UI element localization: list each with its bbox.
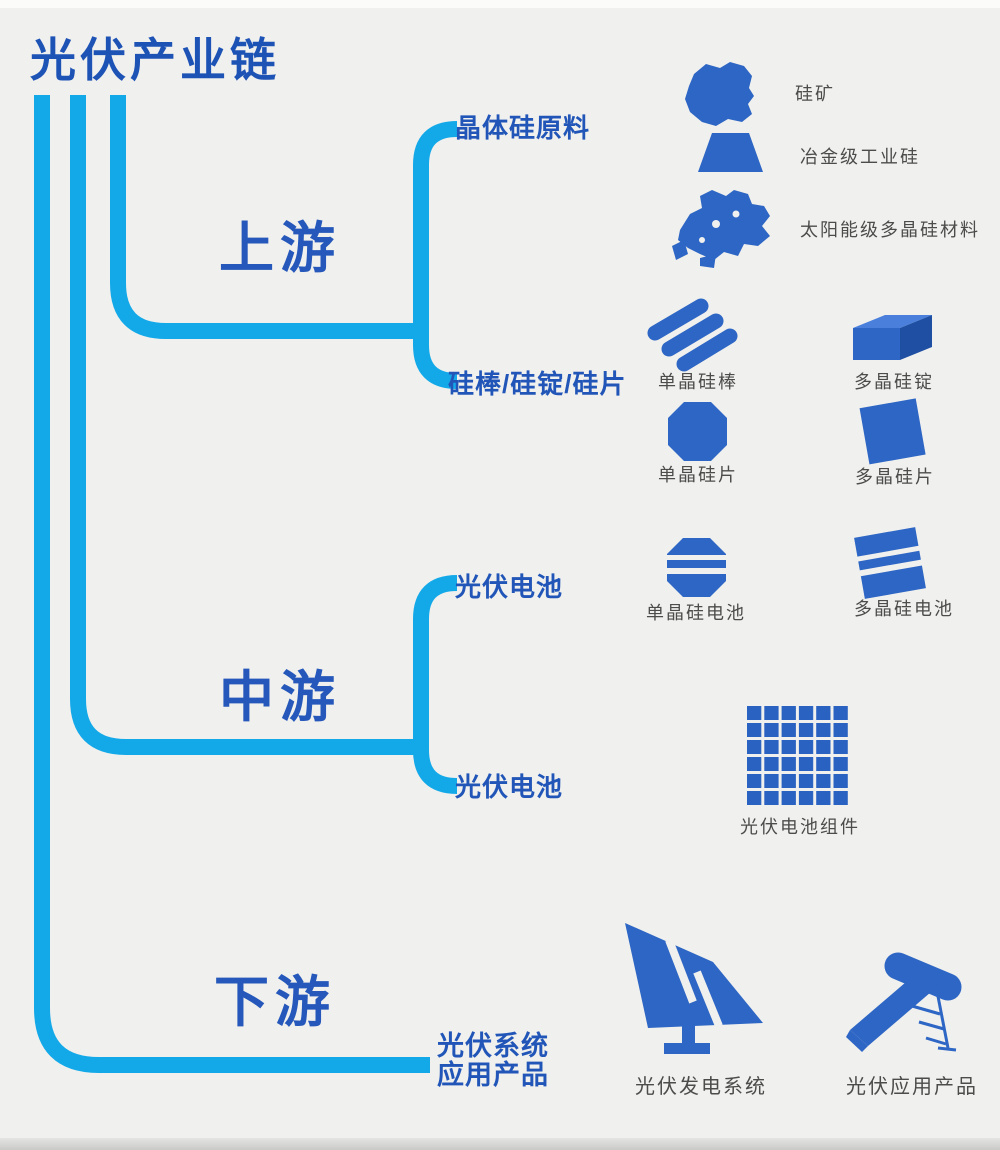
label-metallurgical-silicon: 冶金级工业硅 [800,147,920,167]
poly-silicon-wafer-icon [859,398,926,465]
label-solar-grade-polysilicon: 太阳能级多晶硅材料 [800,220,980,240]
label-mono-cell: 单晶硅电池 [646,603,746,623]
pv-module-icon [747,706,850,806]
label-pv-application: 光伏应用产品 [846,1076,978,1098]
mono-silicon-rod-icon [647,298,738,372]
connector-lines [34,95,458,1073]
connector-upstream-bracket [413,121,458,389]
label-poly-wafer: 多晶硅片 [855,467,935,487]
label-mono-rod: 单晶硅棒 [658,372,738,392]
pv-application-icon [846,952,962,1052]
silicon-ore-icon [685,62,754,126]
connector-midstream-feed [70,95,424,755]
branch-label-pv-system-line2: 应用产品 [437,1060,549,1090]
poly-silicon-cell-icon [854,527,926,599]
connector-downstream [34,95,430,1073]
stage-label-midstream: 中游 [219,666,342,728]
stage-label-upstream: 上游 [219,217,342,279]
solar-grade-polysilicon-icon [672,190,770,268]
branch-label-pv-system-line1: 光伏系统 [437,1031,549,1061]
poly-silicon-ingot-icon [853,315,932,360]
mono-silicon-cell-icon [665,538,728,597]
pv-power-system-icon [625,923,763,1054]
connector-upstream-feed [110,95,424,339]
branch-label-pv-system: 光伏系统 应用产品 [437,1032,549,1090]
connector-midstream-bracket [413,575,458,794]
label-mono-wafer: 单晶硅片 [658,465,738,485]
metallurgical-silicon-icon [698,133,763,172]
stage-label-downstream: 下游 [214,971,337,1033]
page-title: 光伏产业链 [30,34,280,86]
label-poly-cell: 多晶硅电池 [854,599,954,619]
mono-silicon-wafer-icon [668,402,727,461]
branch-label-pv-cell-top: 光伏电池 [455,572,564,602]
label-silicon-ore: 硅矿 [795,84,835,104]
branch-label-rod-ingot-wafer: 硅棒/硅锭/硅片 [448,369,627,399]
branch-label-pv-cell-bottom: 光伏电池 [455,772,564,802]
branch-label-crystal-silicon: 晶体硅原料 [455,113,591,143]
label-pv-power-system: 光伏发电系统 [635,1076,767,1098]
label-poly-ingot: 多晶硅锭 [854,372,934,392]
label-pv-module: 光伏电池组件 [740,817,860,837]
